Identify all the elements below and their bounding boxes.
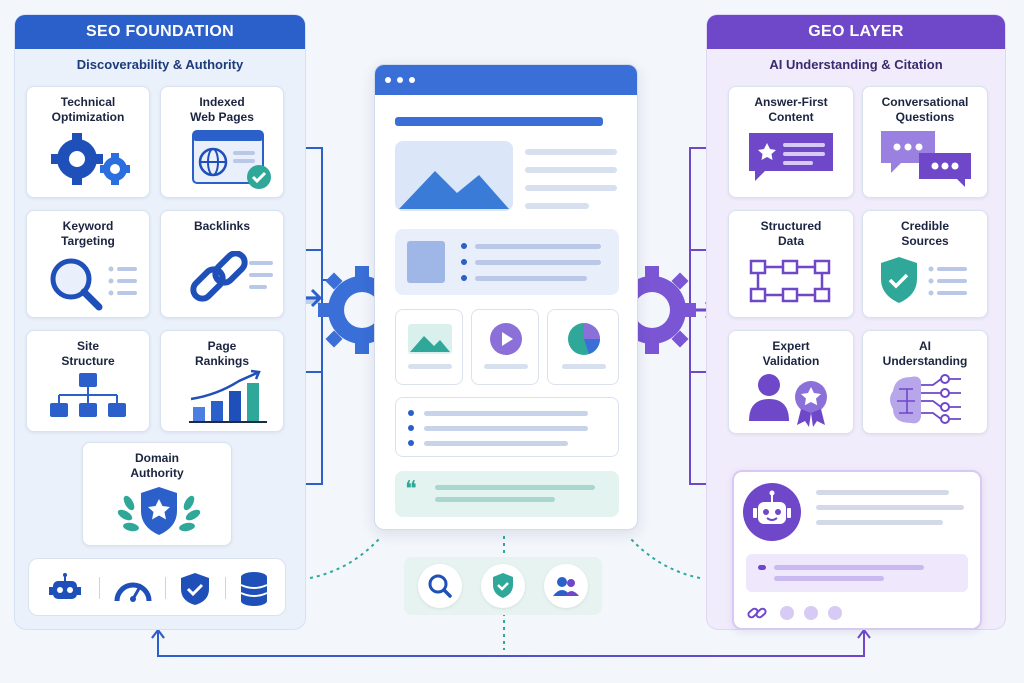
bullet-list-block	[395, 397, 619, 457]
seo-card-indexed-web-pages: Indexed Web Pages	[160, 86, 284, 198]
card-label: Domain Authority	[130, 451, 184, 480]
geo-card-credible-sources: Credible Sources	[862, 210, 988, 318]
shield-check-icon	[493, 573, 513, 598]
users-icon	[553, 577, 579, 596]
magnifier-icon	[50, 258, 137, 311]
shield-check-icon	[181, 573, 209, 605]
shield-laurel-icon	[117, 487, 201, 535]
geo-card-ai-understanding: AI Understanding	[862, 330, 988, 434]
expert-badge-icon	[749, 374, 827, 427]
structured-data-icon	[749, 259, 831, 303]
geo-panel-subtitle: AI Understanding & Citation	[769, 57, 943, 72]
window-dot	[385, 77, 391, 83]
seo-panel-title: SEO FOUNDATION	[15, 15, 305, 49]
strip-divider	[99, 577, 100, 599]
sitemap-icon	[50, 373, 126, 417]
database-icon	[240, 572, 268, 606]
seo-card-domain-authority: Domain Authority	[82, 442, 232, 546]
pie-chart-icon	[568, 323, 600, 355]
seo-card-page-rankings: Page Rankings	[160, 330, 284, 432]
center-icon-strip	[404, 557, 602, 615]
play-icon	[490, 323, 522, 355]
window-dot	[397, 77, 403, 83]
geo-card-structured-data: Structured Data	[728, 210, 854, 318]
card-label: Backlinks	[193, 219, 251, 233]
card-label: Conversational Questions	[881, 95, 969, 124]
geo-card-expert-validation: Expert Validation	[728, 330, 854, 434]
gears-icon	[51, 133, 130, 185]
media-tile-chart	[547, 309, 619, 385]
seo-icon-strip	[28, 558, 286, 616]
card-label: Expert Validation	[762, 339, 820, 368]
card-label: Indexed Web Pages	[190, 95, 254, 124]
answer-bubble-icon	[749, 133, 833, 181]
geo-card-conversational-questions: Conversational Questions	[862, 86, 988, 198]
quote-mark-icon: ❝	[405, 477, 417, 502]
seo-card-technical-optimization: Technical Optimization	[26, 86, 150, 198]
ai-answer-output-card	[732, 470, 982, 630]
card-label: Page Rankings	[194, 339, 249, 368]
card-label: Answer-First Content	[754, 95, 828, 124]
search-circle	[418, 564, 462, 608]
seo-card-backlinks: Backlinks	[160, 210, 284, 318]
card-label: Credible Sources	[900, 219, 949, 248]
center-page-mockup: ❝	[374, 64, 638, 530]
thumbnail	[407, 241, 445, 283]
robot-icon	[49, 573, 81, 599]
strip-divider	[225, 577, 226, 599]
card-label: Keyword Targeting	[61, 219, 115, 248]
card-label: Technical Optimization	[51, 95, 125, 124]
media-tile-video	[471, 309, 539, 385]
link-icon	[747, 607, 767, 619]
mountain-image-icon	[399, 171, 509, 209]
search-icon	[428, 574, 452, 598]
geo-panel-title: GEO LAYER	[707, 15, 1005, 49]
card-label: Site Structure	[61, 339, 115, 368]
card-label: Structured Data	[760, 219, 822, 248]
hero-image-placeholder	[395, 141, 513, 211]
media-tile-image	[395, 309, 463, 385]
text-lines	[525, 149, 617, 209]
indexed-page-icon	[192, 130, 271, 189]
chain-link-icon	[190, 251, 273, 302]
chat-bubbles-icon	[881, 131, 971, 187]
verify-circle	[481, 564, 525, 608]
speedometer-icon	[114, 582, 152, 602]
quote-block: ❝	[395, 471, 619, 517]
cited-answer-block	[746, 554, 968, 592]
rising-bars-icon	[189, 369, 267, 423]
page-heading-bar	[395, 117, 603, 126]
source-dot	[804, 606, 818, 620]
answer-text-lines	[816, 490, 964, 525]
users-circle	[544, 564, 588, 608]
geo-card-answer-first-content: Answer-First Content	[728, 86, 854, 198]
brain-network-icon	[890, 374, 961, 424]
strip-divider	[165, 577, 166, 599]
shield-check-icon	[881, 257, 967, 303]
source-dot	[828, 606, 842, 620]
seo-panel-subtitle: Discoverability & Authority	[76, 57, 244, 72]
seo-card-keyword-targeting: Keyword Targeting	[26, 210, 150, 318]
card-label: AI Understanding	[882, 339, 968, 368]
robot-icon	[743, 483, 801, 541]
source-dot	[780, 606, 794, 620]
window-dot	[409, 77, 415, 83]
seo-card-site-structure: Site Structure	[26, 330, 150, 432]
list-block	[395, 229, 619, 295]
image-icon	[408, 324, 452, 354]
window-titlebar	[375, 65, 637, 95]
